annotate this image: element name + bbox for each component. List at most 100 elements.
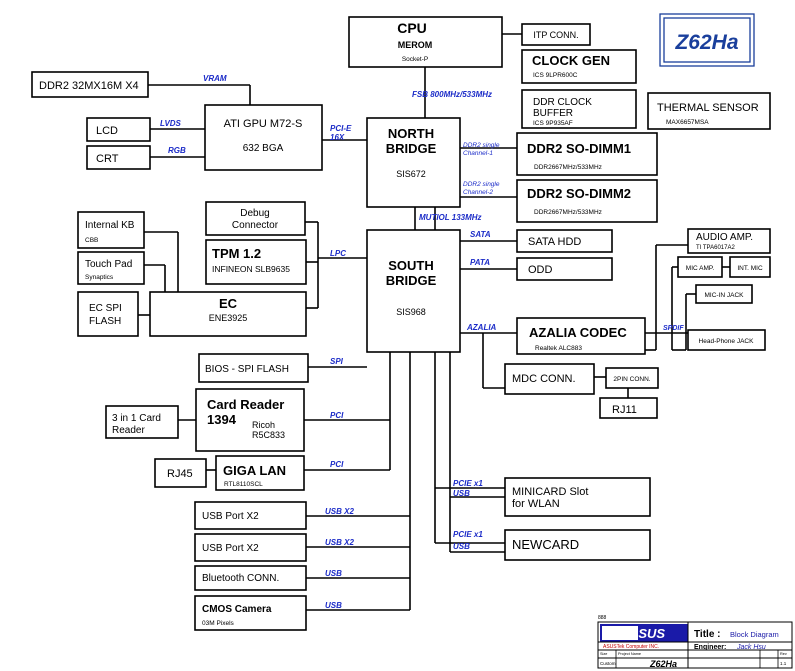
bluetooth-conn-block[interactable]: Bluetooth CONN. [194, 565, 307, 591]
two-pin-title: 2PIN CONN. [613, 376, 650, 383]
title-label: Title : [694, 629, 720, 640]
ddr-clock-title2: BUFFER [533, 108, 573, 119]
cpu-socket: Socket-P [402, 56, 428, 63]
bus-label-ddr2-ch1-a: DDR2 single [463, 142, 500, 149]
two-pin-conn-block[interactable]: 2PIN CONN. [605, 367, 659, 389]
itp-conn-block[interactable]: ITP CONN. [521, 23, 591, 46]
bus-label-pata: PATA [470, 258, 490, 267]
audio-amp-block[interactable]: AUDIO AMP. TI TPA6017A2 [687, 228, 771, 254]
cpu-block[interactable]: CPU MEROM Socket-P [348, 16, 503, 68]
bus-label-sata: SATA [470, 230, 491, 239]
touch-pad-sub: Synaptics [85, 274, 114, 281]
dimm2-sub: DDR2667MHz/533MHz [534, 209, 602, 216]
rj45-title: RJ45 [167, 468, 193, 480]
lcd-block[interactable]: LCD [86, 117, 151, 142]
rj11-block[interactable]: RJ11 [599, 397, 658, 419]
sata-hdd-block[interactable]: SATA HDD [516, 229, 613, 253]
cmos-camera-block[interactable]: CMOS Camera 03M Pixels [194, 595, 307, 631]
azalia-codec-block[interactable]: AZALIA CODEC Realtek ALC883 [516, 317, 646, 355]
bus-label-usb-x2-1: USB X2 [325, 507, 354, 516]
newcard-title: NEWCARD [512, 537, 579, 552]
crt-title: CRT [96, 153, 119, 165]
newcard-block[interactable]: NEWCARD [504, 529, 651, 561]
giga-lan-block[interactable]: GIGA LAN RTL8110SCL [215, 455, 305, 491]
ec-spi-title2: FLASH [89, 316, 121, 327]
internal-kb-block[interactable]: Internal KB CBB [77, 211, 145, 249]
bus-label-usb-cam: USB [325, 601, 342, 610]
bus-label-pcie-x1-mini: PCIE x1 [453, 479, 483, 488]
rev-value: 1.1 [780, 661, 787, 666]
ddr-clock-sub: ICS 9P935AF [533, 120, 573, 127]
audio-amp-title: AUDIO AMP. [696, 232, 753, 243]
minicard-title1: MINICARD Slot [512, 486, 588, 498]
card-reader-title2: 1394 [207, 412, 237, 427]
usb-port-block-2[interactable]: USB Port X2 [194, 533, 307, 562]
thermal-sub: MAX6657MSA [666, 119, 709, 126]
cmos-camera-sub: 03M Pixels [202, 620, 235, 627]
mic-in-jack-block[interactable]: MIC-IN JACK [695, 284, 753, 304]
headphone-jack-block[interactable]: Head-Phone JACK [687, 329, 766, 351]
minicard-title2: for WLAN [512, 498, 560, 510]
three-in-one-title2: Reader [112, 425, 145, 436]
thermal-title: THERMAL SENSOR [657, 102, 759, 114]
mic-in-title: MIC-IN JACK [705, 292, 745, 299]
sata-hdd-title: SATA HDD [528, 236, 581, 248]
gpu-block[interactable]: ATI GPU M72-S 632 BGA [204, 104, 323, 171]
crt-block[interactable]: CRT [86, 145, 151, 170]
rev-label: Rev [780, 652, 787, 656]
usb-port-2-title: USB Port X2 [202, 543, 259, 554]
three-in-one-reader-block[interactable]: 3 in 1 Card Reader [105, 405, 179, 439]
project-label: Project Name [618, 652, 641, 656]
asus-logo: ASUS [600, 624, 688, 642]
bus-label-usb-x2-2: USB X2 [325, 538, 354, 547]
bus-label-pci-card: PCI [330, 411, 344, 420]
int-mic-block[interactable]: INT. MIC [729, 256, 771, 278]
bus-label-16x: 16X [330, 133, 345, 142]
rj11-title: RJ11 [612, 404, 637, 416]
giga-lan-title: GIGA LAN [223, 463, 286, 478]
minicard-slot-block[interactable]: MINICARD Slot for WLAN [504, 477, 651, 517]
bluetooth-title: Bluetooth CONN. [202, 573, 279, 584]
bus-label-ddr2-ch1-b: Channel-1 [463, 150, 493, 157]
odd-block[interactable]: ODD [516, 257, 613, 281]
bus-label-ddr2-ch2-b: Channel-2 [463, 189, 493, 196]
bus-label-ddr2-ch2-a: DDR2 single [463, 181, 500, 188]
clock-gen-block[interactable]: CLOCK GEN ICS 9LPR600C [521, 49, 637, 84]
dimm2-title: DDR2 SO-DIMM2 [527, 186, 631, 201]
touch-pad-block[interactable]: Touch Pad Synaptics [77, 251, 145, 285]
south-bridge-block[interactable]: SOUTH BRIDGE SIS968 [366, 229, 461, 353]
north-bridge-block[interactable]: NORTH BRIDGE SIS672 [366, 117, 461, 208]
ec-block[interactable]: EC ENE3925 [149, 291, 307, 337]
tpm-block[interactable]: TPM 1.2 INFINEON SLB9635 [205, 239, 307, 285]
gpu-sub: 632 BGA [243, 143, 284, 154]
ddr-clock-buffer-block[interactable]: DDR CLOCK BUFFER ICS 9P935AF [521, 89, 637, 129]
mic-amp-block[interactable]: MIC AMP. [677, 256, 723, 278]
bus-label-usb-bt: USB [325, 569, 342, 578]
mdc-conn-title: MDC CONN. [512, 373, 576, 385]
bus-label-lpc: LPC [330, 249, 346, 258]
dimm2-block[interactable]: DDR2 SO-DIMM2 DDR2667MHz/533MHz [516, 179, 658, 223]
thermal-sensor-block[interactable]: THERMAL SENSOR MAX6657MSA [647, 92, 771, 130]
title-value: Block Diagram [730, 630, 779, 639]
rj45-block[interactable]: RJ45 [154, 458, 207, 488]
vram-block[interactable]: DDR2 32MX16M X4 [31, 71, 149, 98]
mdc-conn-block[interactable]: MDC CONN. [504, 363, 595, 395]
vram-title: DDR2 32MX16M X4 [39, 80, 139, 92]
debug-title2: Connector [232, 220, 279, 231]
card-reader-block[interactable]: Card Reader 1394 Ricoh R5C833 [195, 388, 305, 452]
asus-logo-text: ASUS [628, 626, 665, 641]
size-value: Custom [600, 661, 616, 666]
size-label: Size [600, 652, 607, 656]
bios-spi-flash-block[interactable]: BIOS - SPI FLASH [198, 353, 309, 383]
audio-amp-sub: TI TPA6017A2 [696, 245, 735, 251]
ec-spi-flash-block[interactable]: EC SPI FLASH [77, 291, 139, 337]
headphone-title: Head-Phone JACK [699, 338, 755, 345]
lcd-title: LCD [96, 125, 118, 137]
ddr-clock-title1: DDR CLOCK [533, 97, 592, 108]
south-bridge-title2: BRIDGE [386, 273, 437, 288]
usb-port-block-1[interactable]: USB Port X2 [194, 501, 307, 530]
title-block: 888 ASUS Title : Block Diagram Engineer:… [597, 615, 793, 669]
debug-connector-block[interactable]: Debug Connector [205, 201, 306, 236]
dimm1-block[interactable]: DDR2 SO-DIMM1 DDR2667MHz/533MHz [516, 132, 658, 176]
azalia-codec-title: AZALIA CODEC [529, 325, 627, 340]
